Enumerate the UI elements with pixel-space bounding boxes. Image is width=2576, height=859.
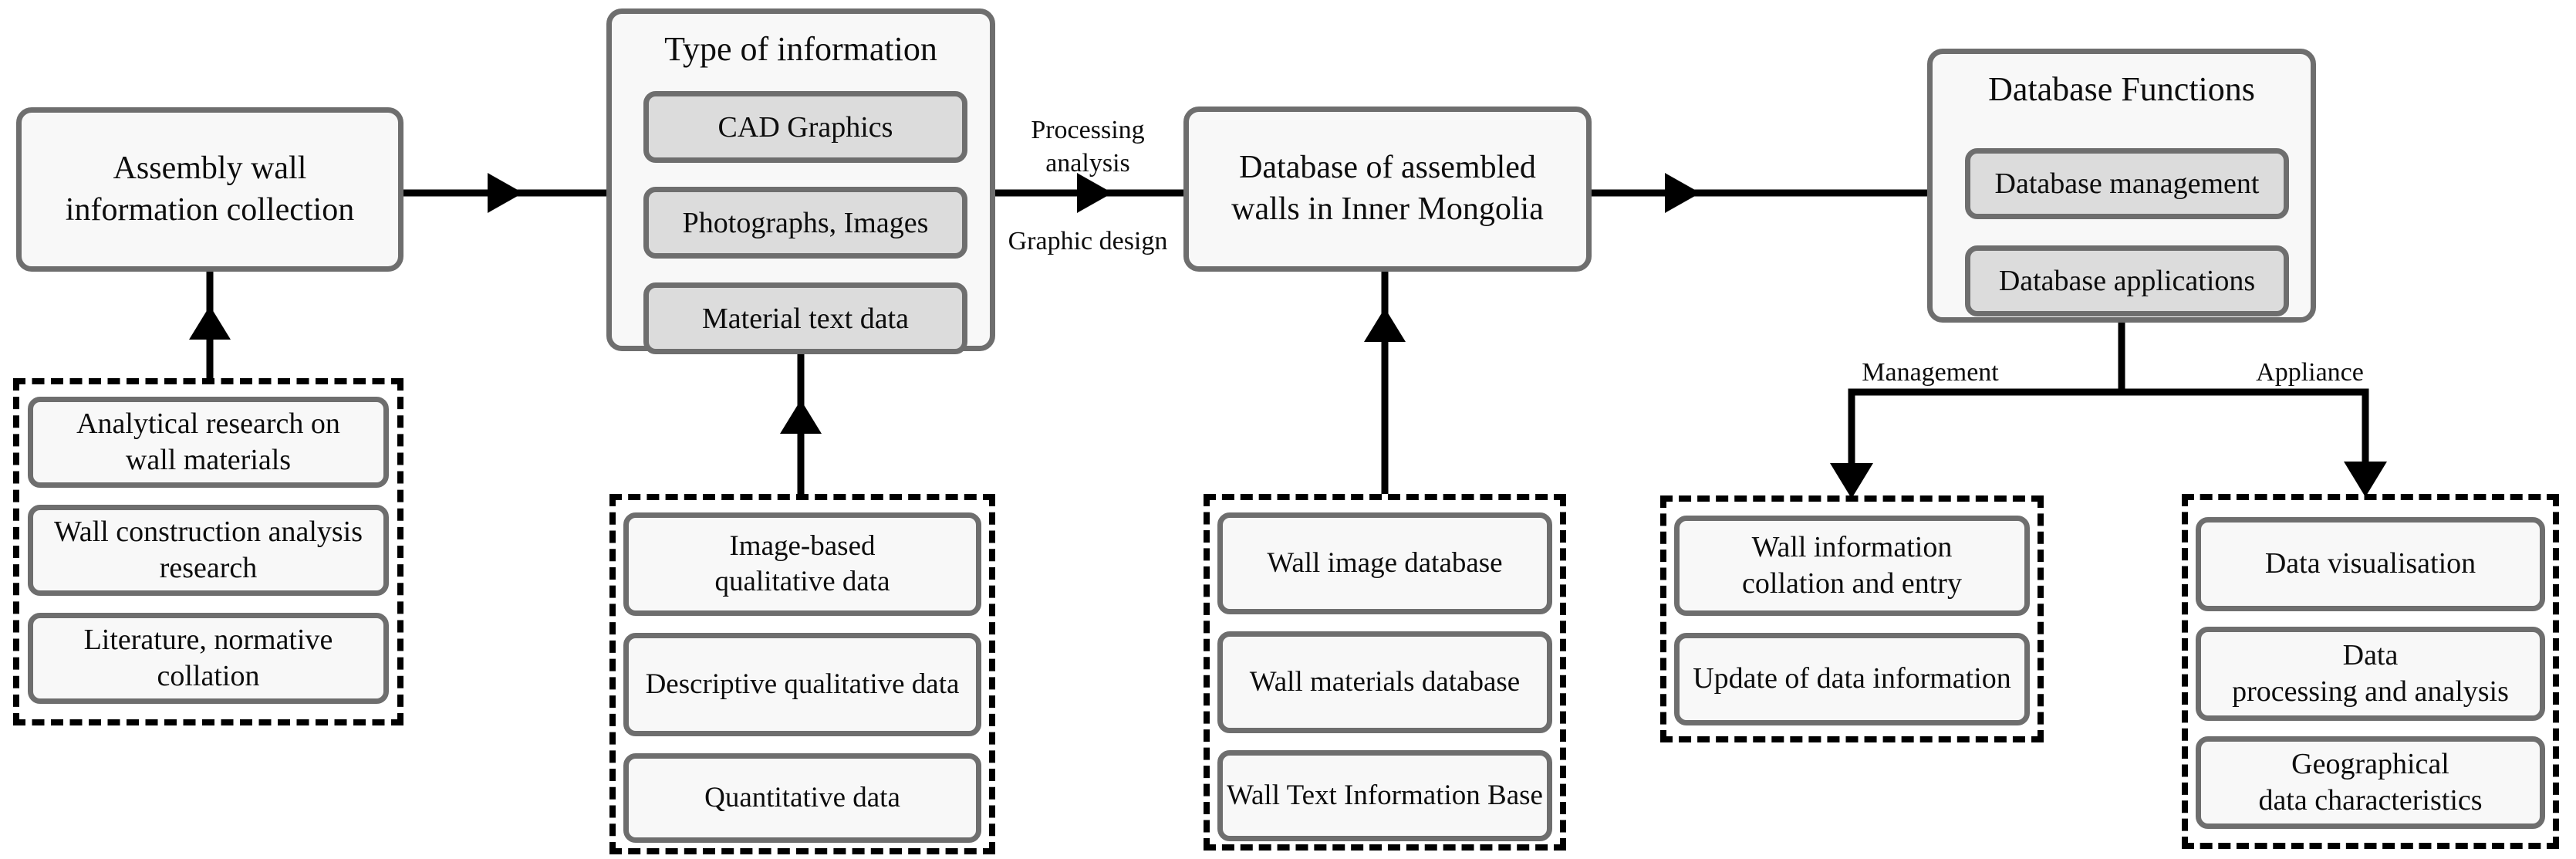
item-geographical-data-characteristics: Geographical data characteristics: [2196, 736, 2545, 829]
group-management-functions: [1660, 495, 2044, 742]
arrowhead-sources-to-assembly: [189, 306, 231, 340]
item-wall-materials-database: Wall materials database: [1217, 631, 1552, 733]
item-analytical-research-on-wall-materials: Analytical research on wall materials: [28, 397, 389, 488]
edge-label-management: Management: [1862, 358, 1999, 387]
group-data-types: [609, 494, 995, 854]
item-update-of-data-information: Update of data information: [1674, 633, 2030, 725]
group-research-sources: [13, 378, 403, 725]
item-database-applications: Database applications: [1965, 245, 2289, 316]
item-descriptive-qualitative-data: Descriptive qualitative data: [623, 633, 981, 736]
database-functions-title: Database Functions: [1988, 70, 2255, 108]
arrowhead-assembly-to-type: [488, 173, 523, 213]
item-data-visualisation: Data visualisation: [2196, 517, 2545, 611]
item-quantitative-data: Quantitative data: [623, 753, 981, 843]
item-image-based-qualitative-data: Image-based qualitative data: [623, 512, 981, 616]
item-data-processing-and-analysis: Data processing and analysis: [2196, 627, 2545, 721]
item-literature-normative-collation: Literature, normative collation: [28, 613, 389, 704]
arrowhead-appliance-drop: [2344, 462, 2387, 497]
item-database-management: Database management: [1965, 148, 2289, 219]
edge-label-graphic-design: Graphic design: [1008, 227, 1168, 255]
node-assembly-wall-information-collection: Assembly wall information collection: [16, 107, 403, 272]
type-of-information-title: Type of information: [664, 30, 937, 68]
node-database-of-assembled-walls: Database of assembled walls in Inner Mon…: [1183, 107, 1592, 272]
group-sub-databases: [1204, 494, 1566, 851]
arrowhead-database-to-functions: [1665, 173, 1700, 213]
item-cad-graphics: CAD Graphics: [643, 91, 967, 163]
arrowhead-datatypes-to-type: [780, 400, 822, 434]
item-wall-information-collation-and-entry: Wall information collation and entry: [1674, 516, 2030, 616]
item-wall-image-database: Wall image database: [1217, 512, 1552, 614]
item-wall-construction-analysis-research: Wall construction analysis research: [28, 505, 389, 596]
arrowhead-type-to-database: [1077, 173, 1112, 213]
node-database-functions: Database Functions Database management D…: [1927, 49, 2316, 323]
node-type-of-information: Type of information CAD Graphics Photogr…: [606, 8, 995, 354]
group-appliance-functions: [2182, 494, 2559, 849]
item-wall-text-information-base: Wall Text Information Base: [1217, 750, 1552, 841]
item-material-text-data: Material text data: [643, 282, 967, 354]
edge-label-appliance: Appliance: [2256, 358, 2364, 387]
arrowhead-subdb-to-database: [1364, 308, 1406, 342]
item-photographs-images: Photographs, Images: [643, 187, 967, 259]
arrowhead-management-drop: [1830, 463, 1873, 499]
edge-label-processing-analysis: Processing analysis: [1031, 116, 1145, 178]
